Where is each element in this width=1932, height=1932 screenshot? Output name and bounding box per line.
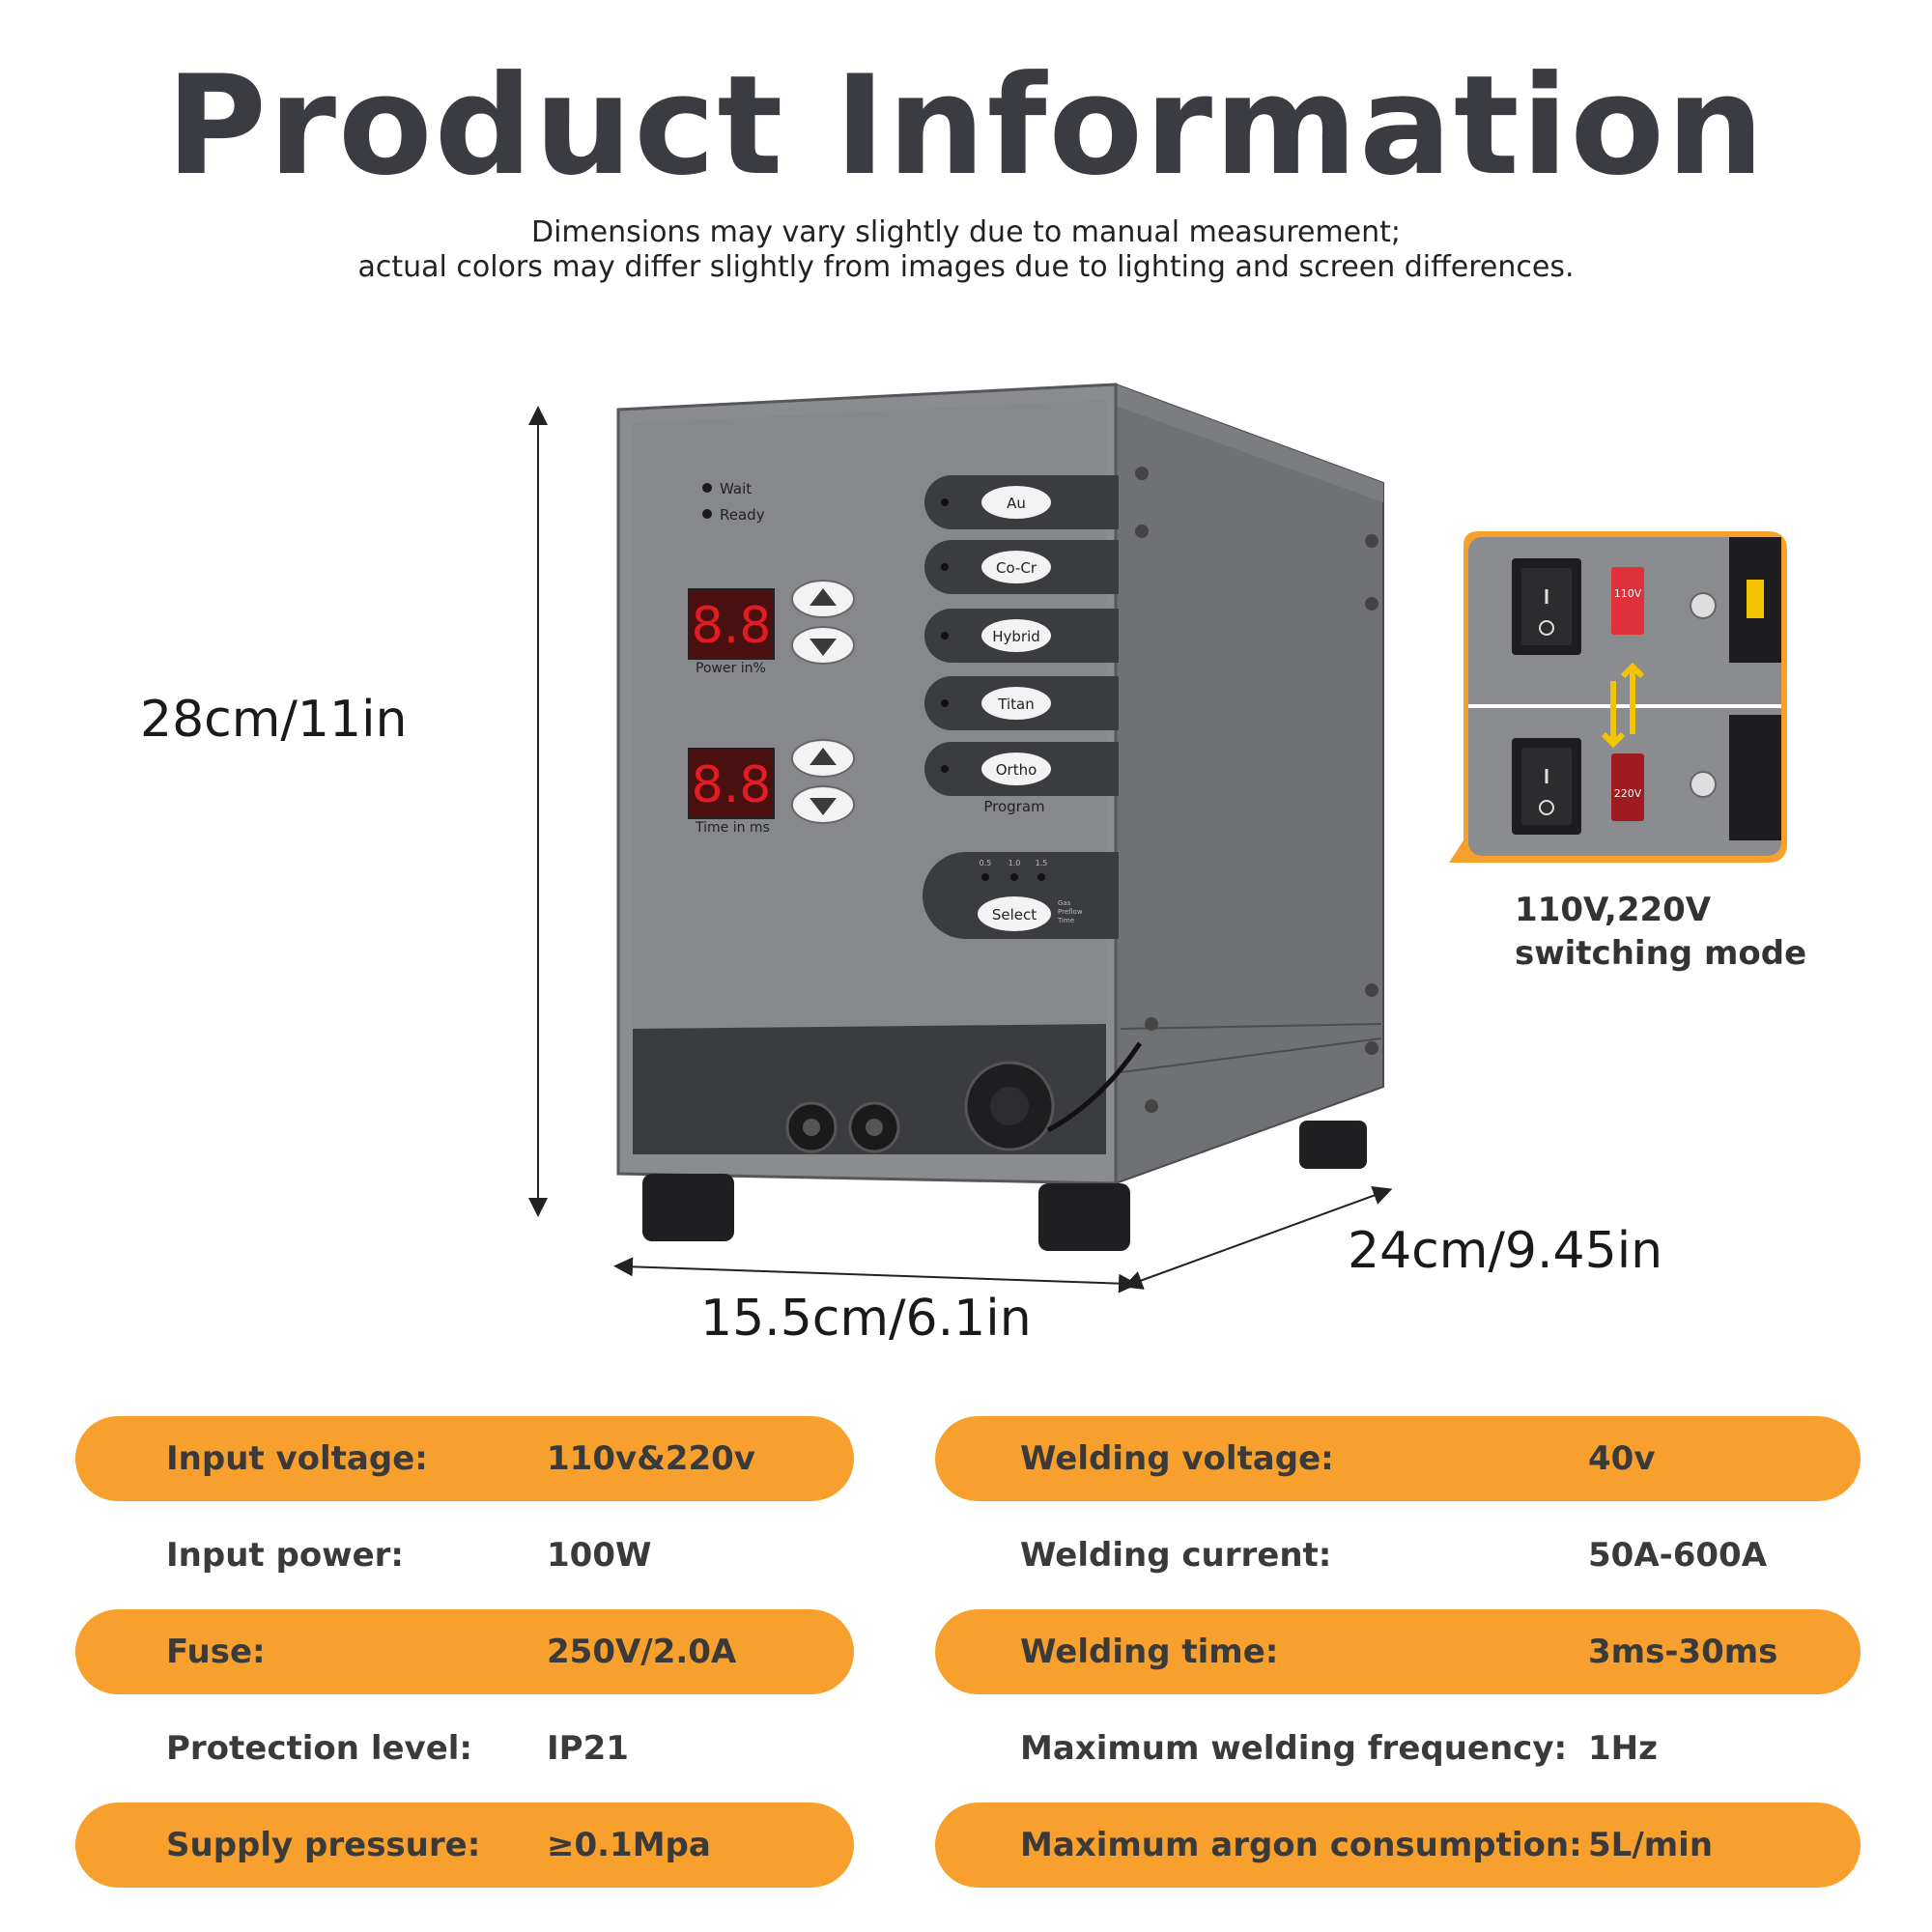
spec-label: Fuse: [166,1633,266,1671]
spec-value: 250V/2.0A [547,1633,737,1671]
power-display: 8.8 [692,597,772,655]
spec-label: Protection level: [166,1729,473,1768]
subtitle-line-2: actual colors may differ slightly from i… [357,250,1575,284]
spec-label: Input power: [166,1536,405,1575]
power-label: Power in% [696,661,766,676]
wait-indicator-label: Wait [720,480,752,497]
ready-indicator-label: Ready [720,506,765,524]
select-scale-2: 1.5 [1036,859,1048,867]
program-button-titan[interactable]: Titan [924,676,1119,730]
switch-label-220v: 220V [1614,787,1642,800]
depth-dimension-label: 24cm/9.45in [1348,1222,1663,1280]
height-dimension-label: 28cm/11in [140,691,408,749]
spec-row-max-welding-frequency: Maximum welding frequency: 1Hz [935,1706,1861,1791]
program-label: Program [983,798,1044,815]
spec-label: Supply pressure: [166,1826,481,1864]
program-button-co-cr[interactable]: Co-Cr [924,540,1119,594]
program-button-hybrid[interactable]: Hybrid [924,609,1119,663]
spec-value: 5L/min [1588,1826,1714,1864]
select-scale-1: 1.0 [1009,859,1021,867]
spec-value: 110v&220v [547,1439,755,1478]
spec-row-input-power: Input power: 100W [75,1513,854,1598]
time-display: 8.8 [692,756,772,814]
program-label-au: Au [1007,495,1026,512]
switch-label-110v: 110V [1614,587,1642,600]
spec-label: Welding current: [1020,1536,1332,1575]
select-scale-0: 0.5 [980,859,992,867]
spec-value: 50A-600A [1588,1536,1768,1575]
select-button[interactable]: Select [923,852,1119,939]
inset-caption-line-2: switching mode [1515,934,1807,973]
spec-row-welding-voltage: Welding voltage: 40v [935,1416,1861,1501]
width-arrow [613,1257,1138,1293]
depth-arrow [1122,1186,1393,1290]
spec-row-welding-time: Welding time: 3ms-30ms [935,1609,1861,1694]
program-button-au[interactable]: Au [924,475,1119,529]
program-label-hybrid: Hybrid [992,628,1040,645]
select-button-label: Select [992,906,1037,923]
spec-value: IP21 [547,1729,629,1768]
spec-value: 1Hz [1588,1729,1658,1768]
spec-row-fuse: Fuse: 250V/2.0A [75,1609,854,1694]
spec-label: Maximum welding frequency: [1020,1729,1568,1768]
spec-value: ≥0.1Mpa [547,1826,711,1864]
spec-value: 3ms-30ms [1588,1633,1778,1671]
spec-value: 40v [1588,1439,1656,1478]
spec-row-welding-current: Welding current: 50A-600A [935,1513,1861,1598]
select-side-text-1: Preflow [1058,908,1083,916]
spec-label: Input voltage: [166,1439,428,1478]
spec-row-max-argon-consumption: Maximum argon consumption: 5L/min [935,1803,1861,1888]
spec-row-input-voltage: Input voltage: 110v&220v [75,1416,854,1501]
spec-label: Welding time: [1020,1633,1279,1671]
spec-row-protection-level: Protection level: IP21 [75,1706,854,1791]
program-label-ortho: Ortho [996,761,1037,779]
time-label: Time in ms [695,820,770,836]
inset-caption-line-1: 110V,220V [1515,891,1712,929]
program-label-titan: Titan [997,696,1034,713]
device-side-panel [1115,383,1384,1185]
width-dimension-label: 15.5cm/6.1in [700,1290,1032,1348]
spec-value: 100W [547,1536,652,1575]
subtitle-line-1: Dimensions may vary slightly due to manu… [530,215,1402,249]
voltage-switch-inset: 110V 220V [1449,531,1787,863]
select-side-text-0: Gas [1058,899,1071,907]
select-side-text-2: Time [1057,917,1074,924]
page-title: Product Information [165,46,1767,206]
spec-label: Maximum argon consumption: [1020,1826,1582,1864]
program-button-ortho[interactable]: Ortho [924,742,1119,796]
spec-row-supply-pressure: Supply pressure: ≥0.1Mpa [75,1803,854,1888]
program-label-co-cr: Co-Cr [996,559,1037,577]
spec-label: Welding voltage: [1020,1439,1334,1478]
